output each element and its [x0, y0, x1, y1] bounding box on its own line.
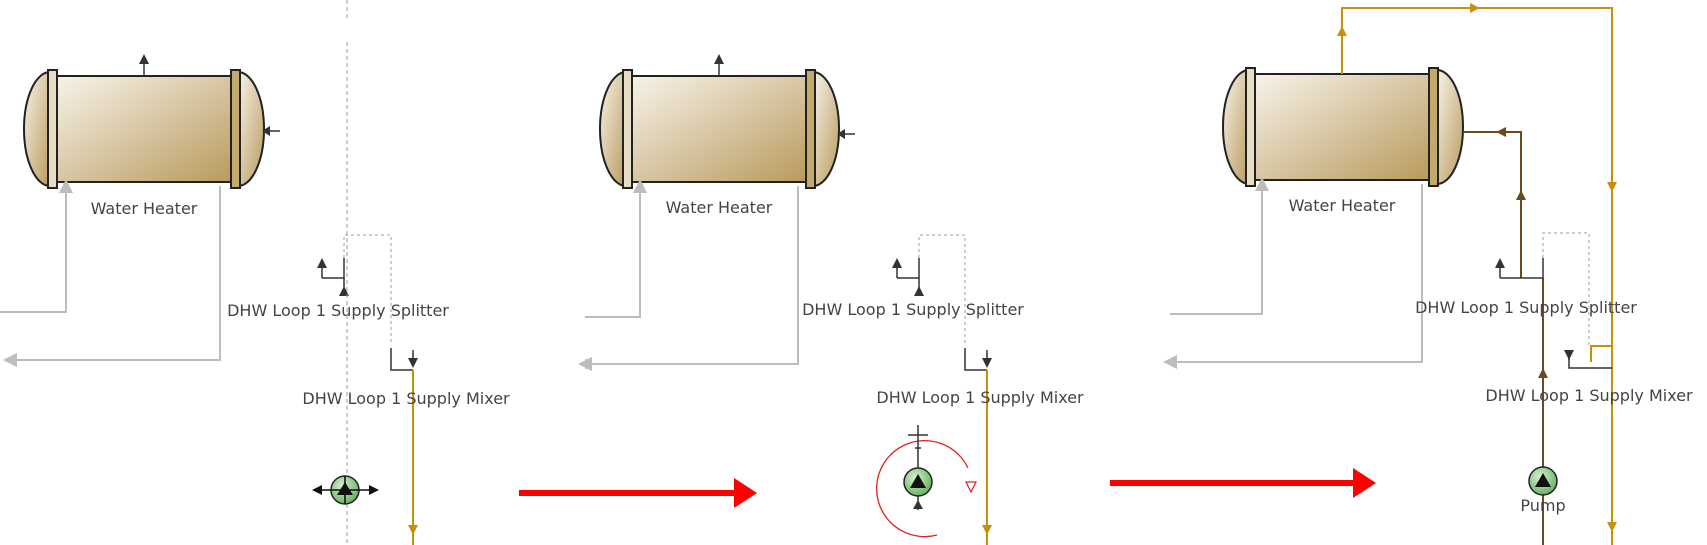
rotate-handle-icon[interactable] — [876, 440, 977, 538]
splitter-label: DHW Loop 1 Supply Splitter — [802, 300, 1024, 319]
water-heater-label: Water Heater — [91, 199, 198, 218]
water-heater-icon[interactable] — [599, 54, 855, 189]
mixer-icon[interactable] — [1564, 350, 1612, 369]
supply-arrow — [1470, 3, 1480, 13]
pump-label: Pump — [1520, 496, 1565, 515]
mixer-label: DHW Loop 1 Supply Mixer — [302, 389, 510, 408]
demand-pipes — [0, 179, 221, 367]
water-heater-label: Water Heater — [666, 198, 773, 217]
mixer-icon[interactable] — [964, 348, 992, 371]
demand-arrow — [1516, 190, 1526, 200]
panel-2: Water Heater DHW Loop 1 Supply Splitter … — [578, 54, 1084, 545]
water-heater-icon[interactable] — [23, 54, 280, 189]
splitter-icon[interactable] — [317, 258, 349, 296]
splitter-label: DHW Loop 1 Supply Splitter — [227, 301, 449, 320]
move-cursor-icon — [312, 476, 379, 504]
demand-arrow — [1538, 368, 1548, 378]
dashed-connector — [1542, 232, 1590, 345]
splitter-label: DHW Loop 1 Supply Splitter — [1415, 298, 1637, 317]
supply-arrow — [1607, 522, 1617, 532]
water-heater-icon[interactable] — [1222, 67, 1464, 187]
panel-1: Water Heater DHW Loop 1 Supply Splitter … — [0, 0, 510, 545]
dashed-connector — [343, 234, 392, 345]
supply-arrow — [982, 525, 992, 535]
pump-icon[interactable] — [1528, 466, 1558, 496]
pump-icon[interactable] — [903, 425, 933, 510]
mixer-icon[interactable] — [390, 348, 418, 371]
panel-3: Water Heater DHW Loop 1 Supply S — [1163, 3, 1693, 545]
demand-pipes — [578, 179, 799, 371]
mixer-label: DHW Loop 1 Supply Mixer — [1485, 386, 1693, 405]
transition-arrow-icon — [519, 478, 757, 508]
splitter-icon[interactable] — [1495, 258, 1544, 279]
water-heater-label: Water Heater — [1289, 196, 1396, 215]
mixer-label: DHW Loop 1 Supply Mixer — [876, 388, 1084, 407]
supply-arrow — [408, 525, 418, 535]
transition-arrow-icon — [1110, 468, 1376, 498]
demand-arrow — [1496, 127, 1506, 137]
supply-arrow — [1337, 26, 1347, 36]
dashed-connector — [918, 234, 966, 345]
demand-pipes — [1163, 177, 1423, 369]
supply-arrow — [1607, 182, 1617, 192]
splitter-icon[interactable] — [892, 258, 924, 296]
